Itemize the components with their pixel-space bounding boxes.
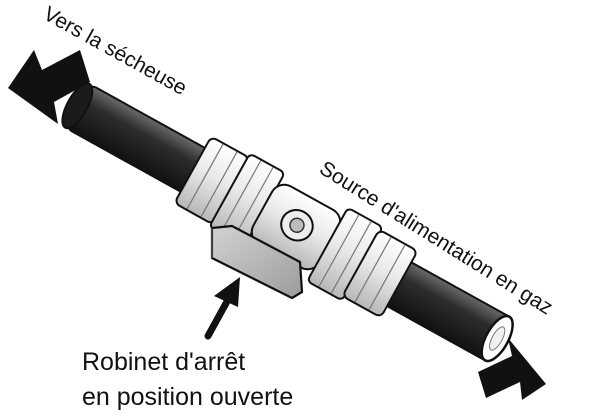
- label-valve-line1: Robinet d'arrêt: [82, 348, 245, 376]
- valve-handle: [210, 224, 304, 300]
- label-valve-line2: en position ouverte: [82, 383, 293, 411]
- right-flare-nut: [343, 230, 417, 317]
- flow-arrow-from-supply-icon: [478, 338, 546, 400]
- flow-arrow-to-dryer-icon: [8, 50, 90, 124]
- left-flare-nut: [175, 137, 249, 224]
- pointer-arrow-icon: [204, 277, 240, 340]
- pipe-assembly: [61, 82, 514, 363]
